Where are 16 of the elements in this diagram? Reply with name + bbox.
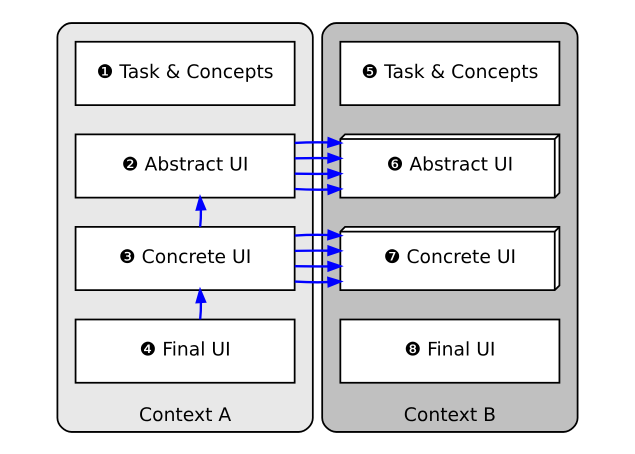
arrow [294, 276, 344, 288]
arrow [294, 244, 344, 256]
node-box: ❽ Final UI [339, 318, 560, 384]
arrow [294, 183, 344, 195]
arrow [294, 136, 344, 148]
arrow [294, 168, 344, 180]
arrow [294, 152, 344, 164]
arrow [294, 228, 344, 240]
node-box: ❶ Task & Concepts [74, 40, 296, 106]
node-box: ❸ Concrete UI [74, 226, 296, 291]
arrow [195, 286, 207, 320]
arrow [294, 260, 344, 272]
node-box: ❷ Abstract UI [74, 132, 296, 198]
node-box: ❺ Task & Concepts [339, 40, 560, 106]
node-box: ❹ Final UI [74, 318, 296, 384]
arrow [195, 194, 207, 226]
